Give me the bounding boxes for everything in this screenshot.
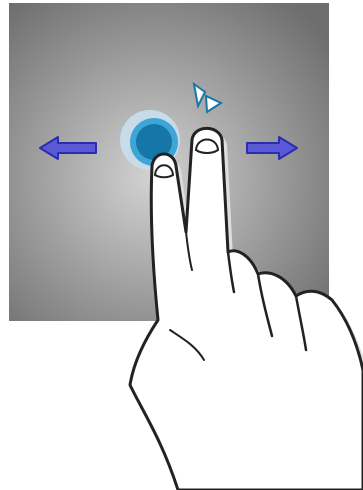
gesture-illustration <box>0 0 363 490</box>
